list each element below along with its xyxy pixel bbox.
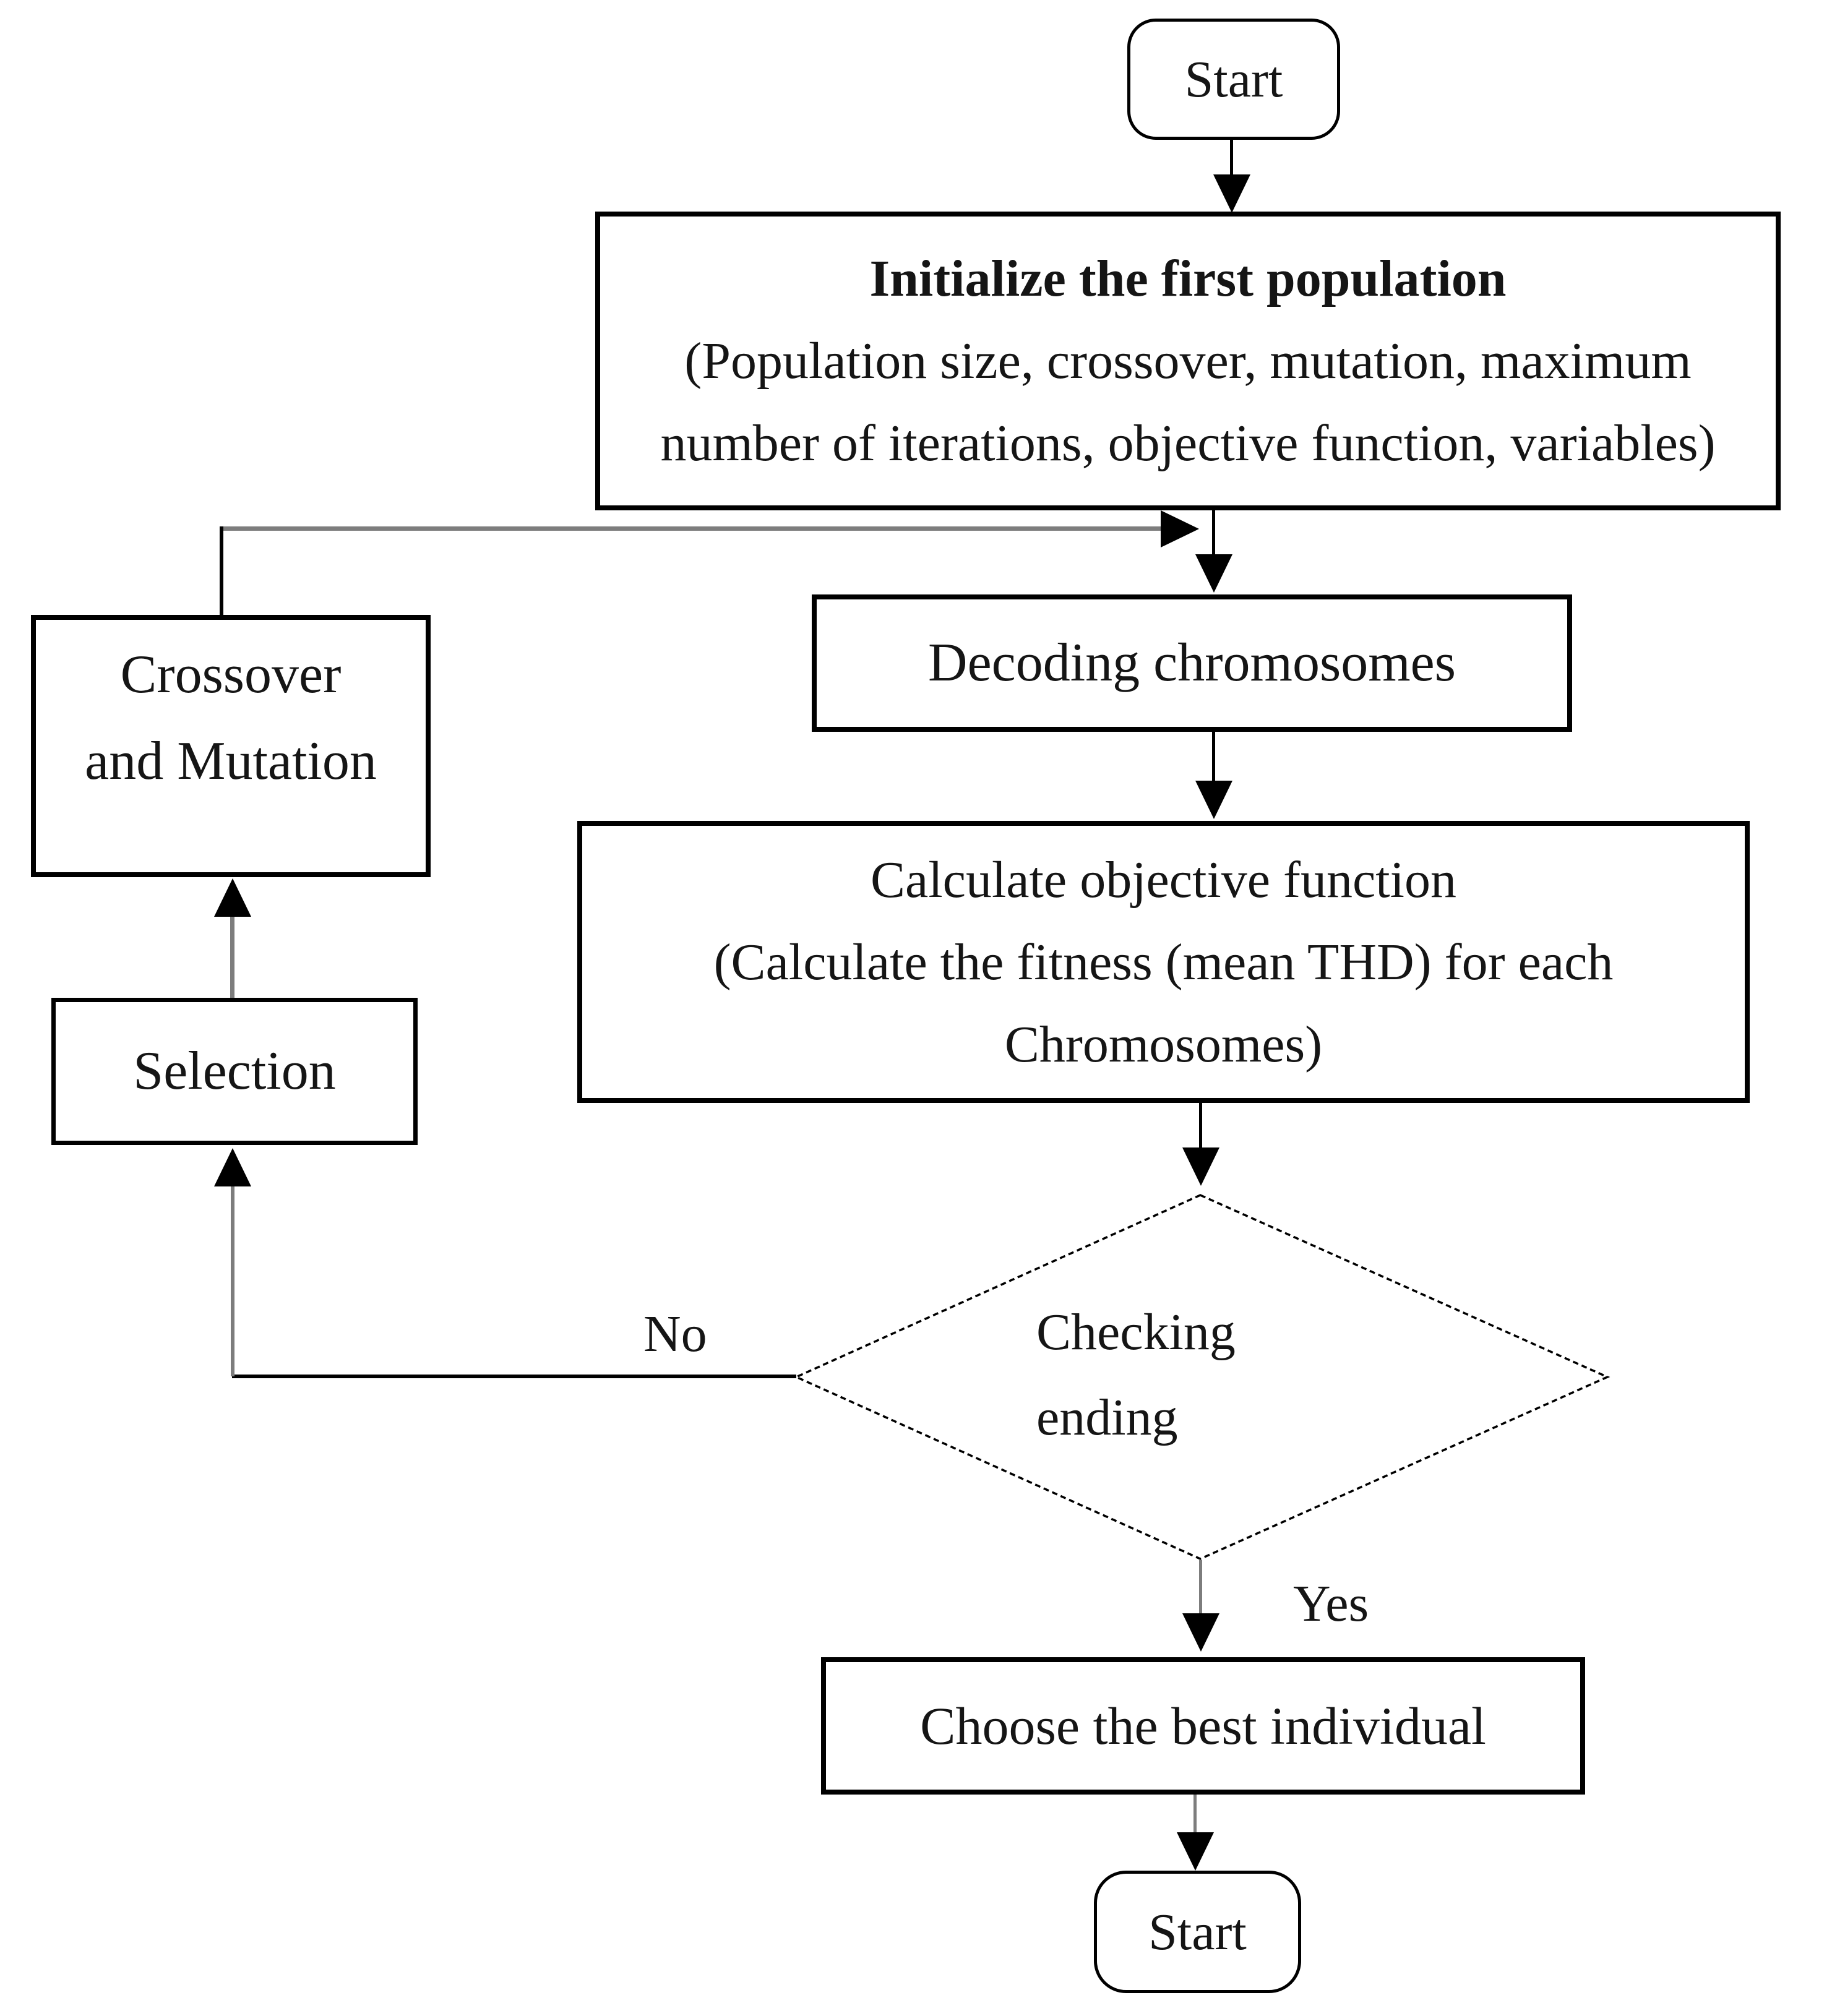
node-decision-text: Checking ending [1036, 1290, 1236, 1461]
arrow-down-icon [1177, 1832, 1214, 1871]
node-calculate: Calculate objective function (Calculate … [577, 821, 1750, 1103]
arrow-down-icon [1195, 781, 1232, 819]
edge-decoding-calculate-line [1212, 732, 1215, 784]
arrow-down-icon [1182, 1613, 1219, 1652]
arrow-down-icon [1182, 1147, 1219, 1186]
node-start-top-label: Start [1184, 50, 1283, 108]
edge-label-no: No [643, 1305, 707, 1363]
arrow-down-icon [1213, 174, 1250, 213]
node-choose: Choose the best individual [821, 1657, 1585, 1795]
edge-no-hline [232, 1375, 796, 1378]
edge-initialize-decoding-line [1212, 510, 1215, 560]
node-choose-label: Choose the best individual [920, 1696, 1486, 1756]
node-decoding-label: Decoding chromosomes [928, 633, 1456, 693]
node-crossover: Crossover and Mutation [31, 615, 431, 877]
node-initialize-line1: Initialize the first population [869, 250, 1507, 307]
node-selection: Selection [51, 998, 418, 1145]
node-decision-shape [793, 1194, 1611, 1560]
node-decision-line1: Checking [1036, 1303, 1236, 1361]
edge-selection-crossover-line [230, 914, 234, 998]
edge-label-yes: Yes [1293, 1575, 1369, 1632]
node-calculate-line2: (Calculate the fitness (mean THD) for ea… [713, 933, 1614, 991]
edge-yes-line [1199, 1560, 1202, 1617]
node-initialize: Initialize the first population (Populat… [595, 212, 1781, 510]
node-initialize-line3: number of iterations, objective function… [660, 414, 1716, 472]
arrow-down-icon [1195, 554, 1232, 593]
arrow-right-icon [1161, 510, 1199, 547]
node-crossover-line1: Crossover [120, 645, 342, 705]
edge-crossover-junction-hline [221, 526, 1163, 531]
node-start-bottom-label: Start [1148, 1903, 1247, 1961]
node-start-bottom: Start [1094, 1871, 1301, 1993]
node-decoding: Decoding chromosomes [812, 594, 1572, 732]
edge-no-vline [231, 1185, 234, 1376]
edge-start-initialize-line [1230, 140, 1233, 183]
node-calculate-line3: Chromosomes) [1004, 1015, 1323, 1073]
node-crossover-line2: and Mutation [85, 731, 377, 791]
edge-choose-end-line [1193, 1795, 1197, 1839]
arrow-up-icon [214, 1148, 251, 1186]
node-decision-line2: ending [1036, 1389, 1178, 1446]
arrow-up-icon [214, 878, 251, 917]
edge-calculate-decision-line [1199, 1103, 1202, 1151]
node-initialize-line2: (Population size, crossover, mutation, m… [684, 332, 1692, 390]
node-selection-label: Selection [133, 1041, 336, 1101]
edge-crossover-junction-vline [220, 526, 223, 615]
node-calculate-line1: Calculate objective function [871, 851, 1456, 909]
node-start-top: Start [1127, 19, 1340, 140]
